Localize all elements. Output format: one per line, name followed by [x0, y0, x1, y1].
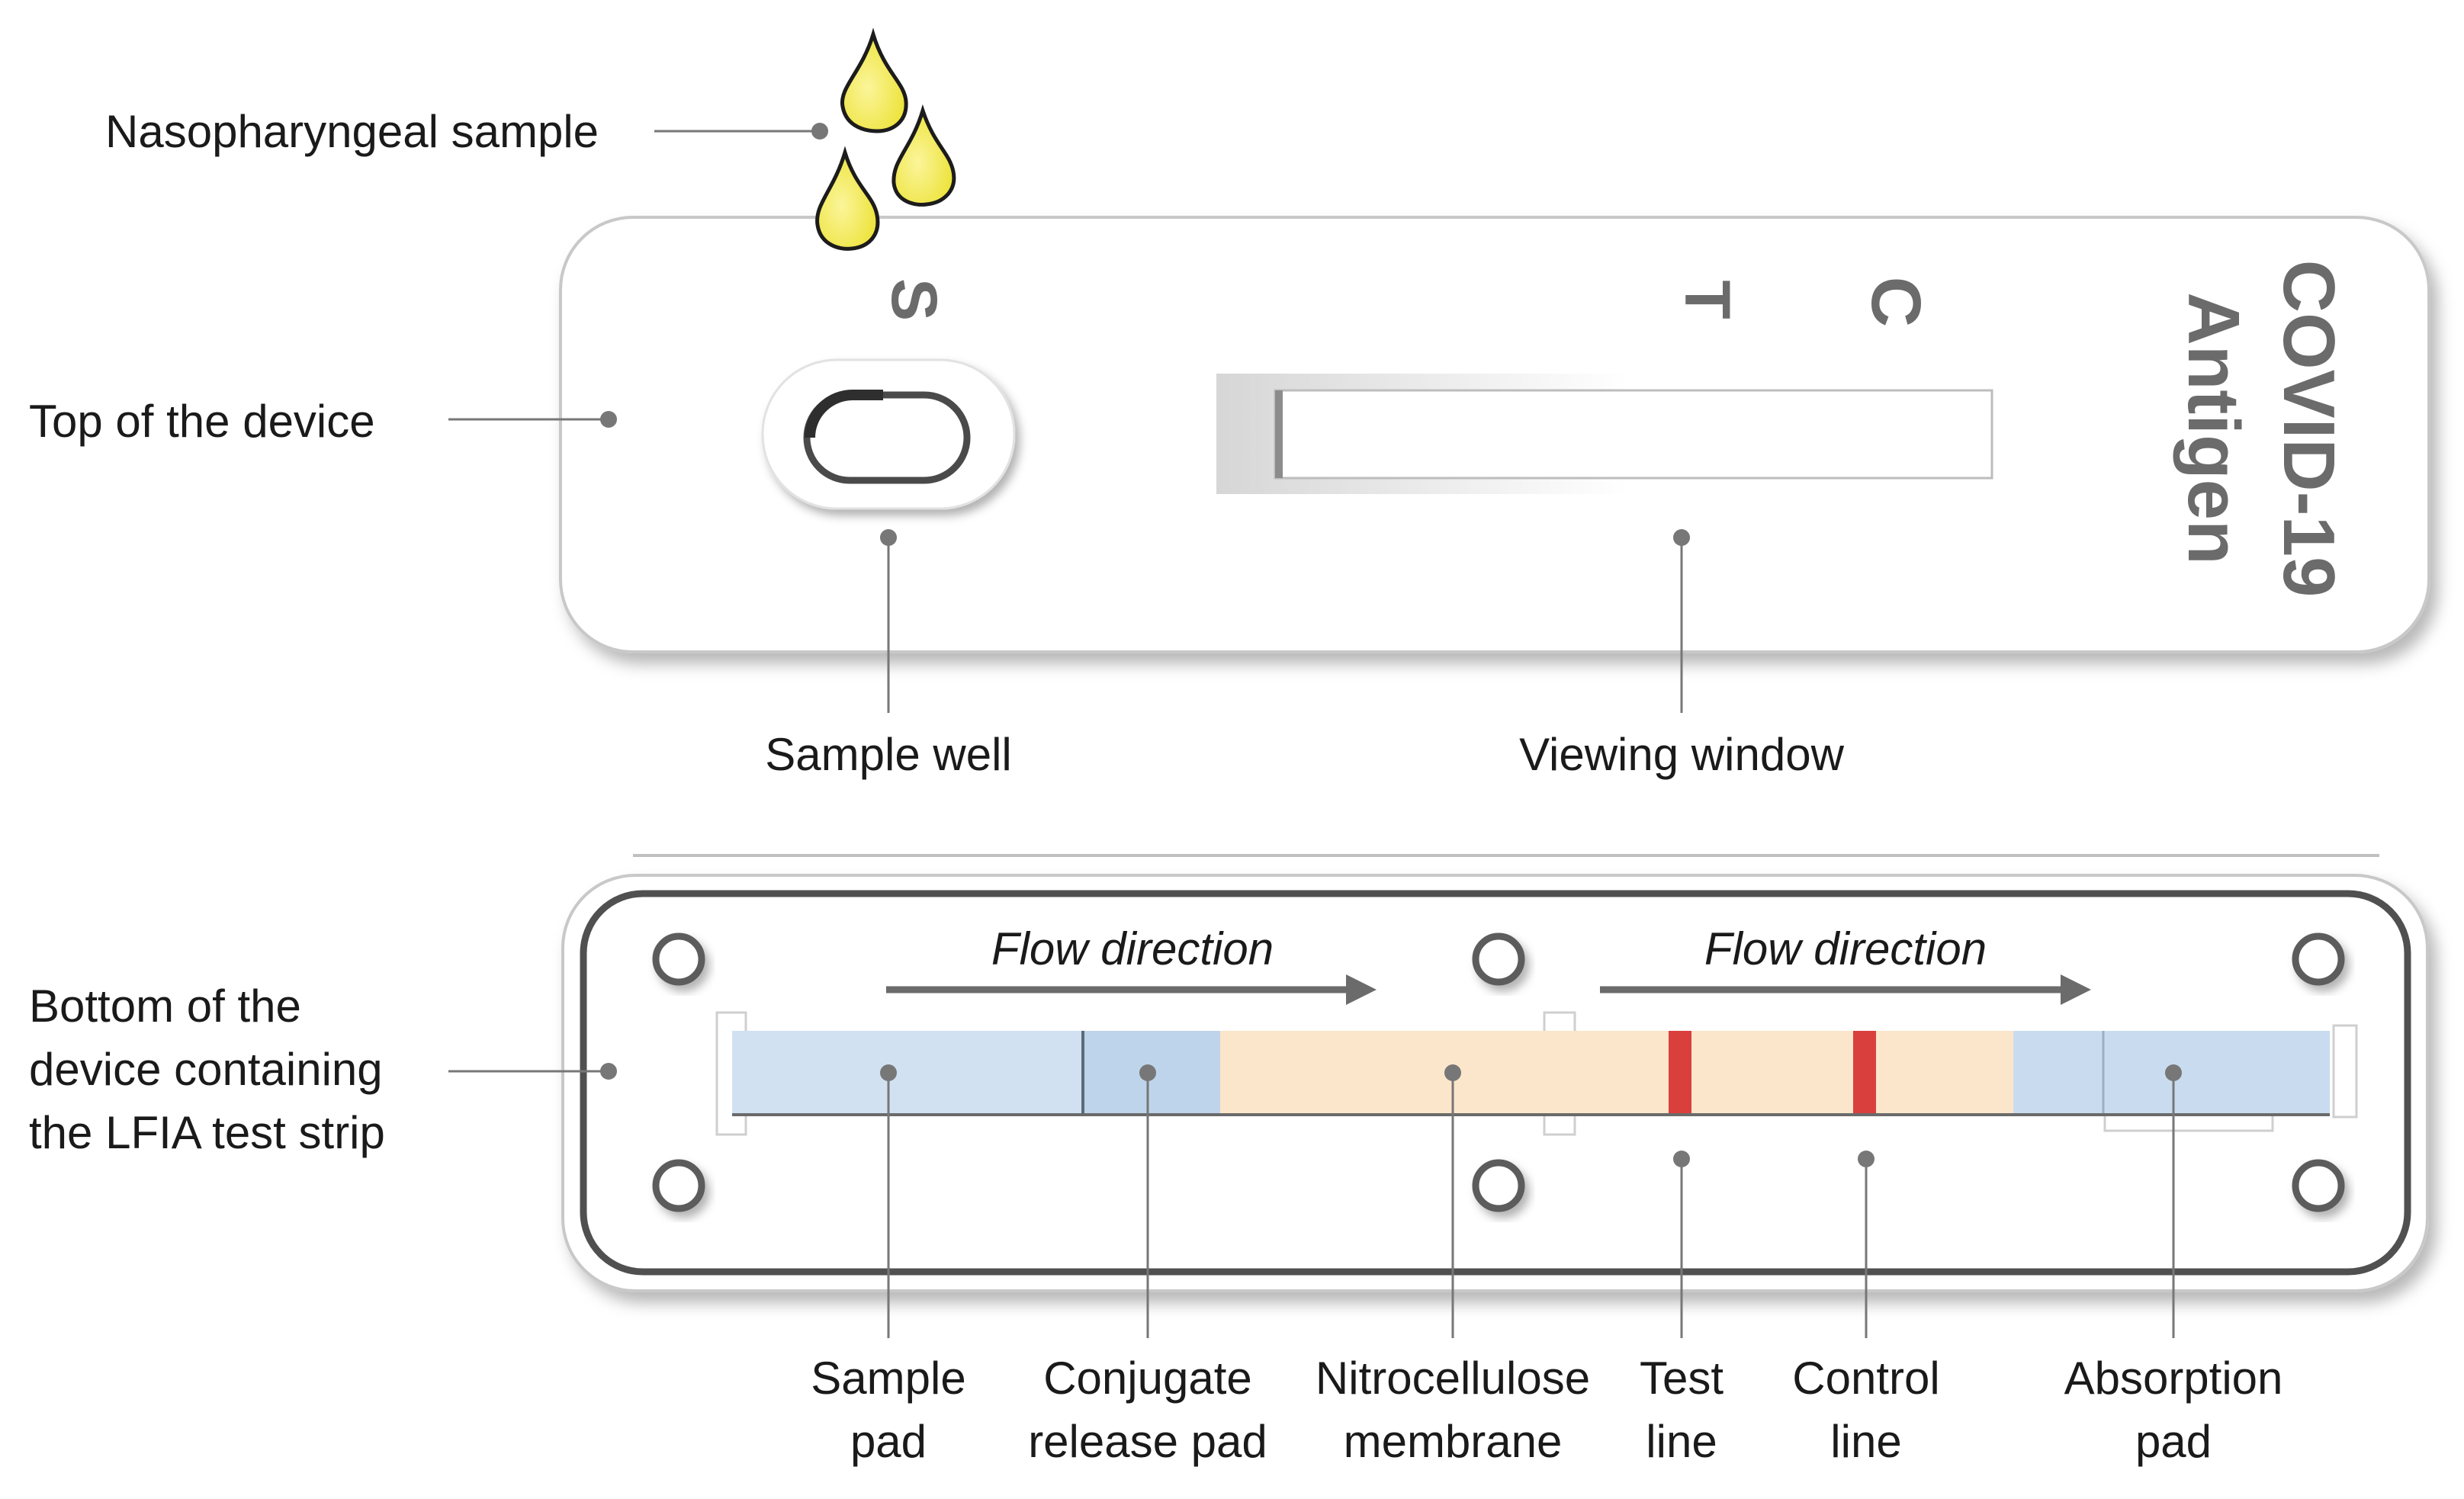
drop-icon — [815, 146, 880, 251]
bottom-device: Flow direction Flow direction — [561, 854, 2429, 1292]
mark-t: T — [1672, 280, 1743, 319]
membrane-label-1: Nitrocellulose — [1316, 1353, 1590, 1404]
absorption-pad-label-1: Absorption — [2064, 1353, 2283, 1404]
sample-well — [761, 358, 1016, 510]
top-device: S T C COVID-19 Antigen — [559, 27, 2430, 653]
screw-holes — [652, 932, 2345, 1212]
bottom-device-label-3: the LFIA test strip — [29, 1107, 385, 1158]
bottom-device-label-1: Bottom of the — [29, 981, 301, 1032]
sample-drops — [815, 27, 956, 251]
brand-line-1: COVID-19 — [2268, 260, 2350, 598]
mark-c: C — [1857, 277, 1935, 327]
bottom-device-label-2: device containing — [29, 1044, 383, 1095]
sample-pad-label-2: pad — [850, 1416, 927, 1467]
test-line-label-2: line — [1646, 1416, 1717, 1467]
sample-well-label: Sample well — [765, 729, 1011, 780]
drop-icon — [891, 104, 956, 207]
absorption-pad-label-2: pad — [2135, 1416, 2212, 1467]
arrow-right-icon — [1346, 974, 1377, 1005]
sample-pad-segment — [732, 1031, 1083, 1115]
drop-icon — [840, 27, 908, 133]
membrane-segment — [1220, 1031, 2021, 1115]
sample-label: Nasopharyngeal sample — [105, 106, 599, 157]
control-line-label-1: Control — [1792, 1353, 1939, 1404]
conjugate-pad-label-2: release pad — [1028, 1416, 1267, 1467]
screw-hole — [2292, 932, 2345, 986]
screw-hole — [1472, 1159, 1525, 1212]
control-line-label-2: line — [1830, 1416, 1901, 1467]
control-line-mark — [1853, 1031, 1876, 1115]
mark-s: S — [879, 278, 950, 321]
lfia-test-strip — [732, 1031, 2330, 1116]
membrane-label-2: membrane — [1344, 1416, 1563, 1467]
flow-direction-label-1: Flow direction — [991, 923, 1274, 974]
brand-line-2: Antigen — [2173, 292, 2254, 564]
flow-direction-label-2: Flow direction — [1704, 923, 1987, 974]
conjugate-pad-label-1: Conjugate — [1043, 1353, 1252, 1404]
flow-arrows — [886, 974, 2091, 1005]
screw-hole — [1472, 932, 1525, 986]
sample-pad-label-1: Sample — [811, 1353, 965, 1404]
viewing-window — [1216, 374, 1993, 494]
screw-hole — [2292, 1159, 2345, 1212]
test-line-mark — [1669, 1031, 1691, 1115]
screw-hole — [652, 1159, 705, 1212]
test-line-label-1: Test — [1640, 1353, 1724, 1404]
top-leaders — [448, 123, 1690, 713]
top-device-label: Top of the device — [29, 396, 375, 447]
arrow-right-icon — [2061, 974, 2091, 1005]
bottom-leaders — [448, 1063, 2182, 1338]
viewing-window-label: Viewing window — [1519, 729, 1844, 780]
screw-hole — [652, 932, 705, 986]
